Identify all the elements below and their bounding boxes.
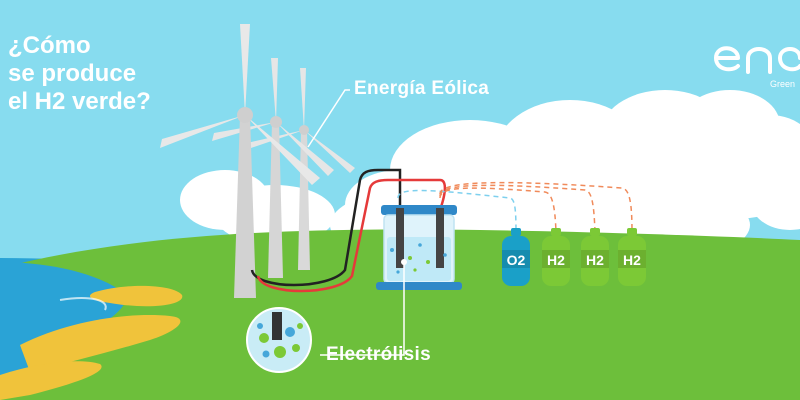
gas-tank-3: H2 [581, 228, 609, 286]
pipe-h2-1 [439, 187, 557, 233]
pipe-h2-2 [439, 184, 596, 233]
beach-top [90, 285, 183, 307]
cloud-right [625, 140, 800, 230]
tank-label: H2 [586, 252, 604, 268]
title-line-1: ¿Cómo [8, 32, 91, 59]
brand-subtitle: Green [770, 79, 796, 89]
electrolysis-tank [376, 205, 462, 290]
page-title: ¿Cómo se produce el H2 verde? [8, 32, 151, 116]
gas-tanks: O2 H2 H2 H2 [502, 228, 646, 286]
electrolysis-label: Electrólisis [326, 344, 431, 365]
tank-label: O2 [507, 252, 526, 268]
beach-bottom [0, 361, 102, 400]
wind-pointer [307, 89, 350, 148]
beach-middle [20, 315, 181, 372]
tank-label: H2 [623, 252, 641, 268]
electrolysis-zoom-bubble [246, 307, 312, 373]
title-line-3: el H2 verde? [8, 88, 151, 115]
negative-wire [250, 168, 402, 287]
gas-tank-2: H2 [542, 228, 570, 286]
wave-line [59, 297, 107, 311]
wind-turbine-1 [160, 24, 320, 298]
electrolysis-pointer [320, 262, 405, 356]
enel-logo [713, 46, 800, 74]
wind-energy-label: Energía Eólica [354, 78, 490, 99]
positive-wire [256, 178, 447, 293]
pipe-o2 [397, 189, 517, 233]
pointer-dot [401, 259, 407, 265]
gas-tank-1: O2 [502, 228, 530, 286]
title-line-2: se produce [8, 60, 137, 87]
gas-tank-4: H2 [618, 228, 646, 286]
tank-label: H2 [547, 252, 565, 268]
